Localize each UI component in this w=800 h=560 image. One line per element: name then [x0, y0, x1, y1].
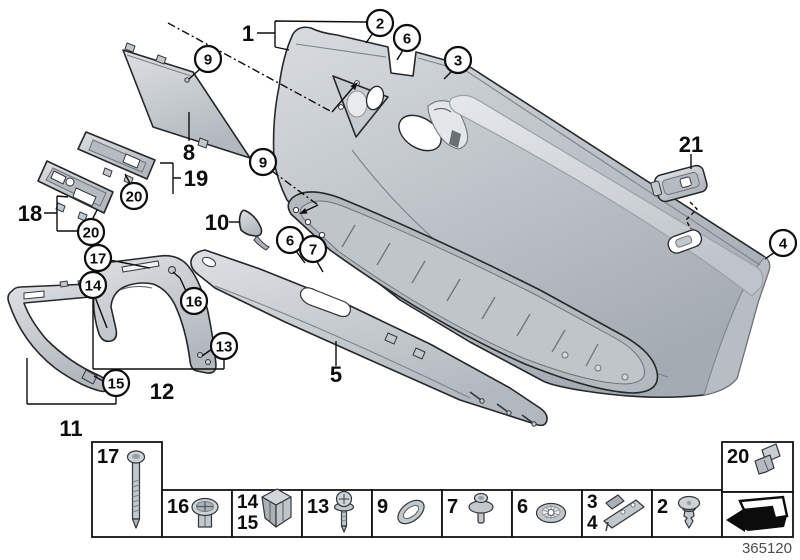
legend-label: 14	[237, 492, 259, 513]
legend-label: 6	[517, 496, 528, 518]
handle-cutout-hole	[398, 114, 442, 152]
circled-callout-9[interactable]: 9	[248, 147, 278, 177]
lock-catch-cutout	[667, 229, 703, 254]
callout-21[interactable]: 21	[679, 132, 703, 157]
pull-handle-cover-11	[7, 279, 110, 393]
switch-bezel-18	[37, 160, 114, 222]
circled-callout-17[interactable]: 17	[83, 243, 113, 273]
svg-text:9: 9	[204, 52, 212, 69]
leader-lines	[26, 20, 776, 405]
callout-5[interactable]: 5	[330, 362, 342, 387]
svg-text:13: 13	[216, 339, 233, 356]
svg-text:9: 9	[259, 155, 267, 172]
svg-text:20: 20	[126, 189, 143, 206]
svg-text:3: 3	[454, 53, 462, 70]
expanding-rivet-icon	[677, 495, 701, 529]
svg-text:20: 20	[83, 225, 100, 242]
callout-8[interactable]: 8	[183, 140, 195, 165]
circled-callout-16[interactable]: 16	[179, 286, 209, 316]
oval-grommet-icon	[397, 499, 425, 525]
circled-callout-2[interactable]: 2	[365, 8, 395, 38]
callout-11[interactable]: 11	[59, 416, 82, 441]
trim-clip-icon	[754, 443, 781, 475]
svg-text:14: 14	[85, 278, 102, 295]
legend-label: 17	[97, 446, 119, 468]
switch-bezel-19	[77, 131, 156, 185]
circled-callout-7[interactable]: 7	[298, 234, 328, 264]
legend-label: 15	[237, 513, 259, 534]
circled-callout-20[interactable]: 20	[119, 181, 149, 211]
svg-text:15: 15	[108, 376, 125, 393]
callout-18[interactable]: 18	[18, 201, 42, 226]
direction-arrow-icon	[726, 495, 789, 532]
map-pocket	[287, 191, 659, 394]
legend-label: 9	[377, 496, 388, 518]
spring-clip-icon	[261, 488, 292, 528]
upper-oval-hole	[365, 85, 385, 111]
circled-callout-14[interactable]: 14	[78, 270, 108, 300]
long-screw-icon	[126, 450, 146, 529]
legend-label: 16	[167, 496, 189, 518]
callout-12[interactable]: 12	[150, 379, 174, 404]
lock-washer-icon	[535, 502, 567, 524]
circled-callout-13[interactable]: 13	[209, 331, 239, 361]
svg-text:16: 16	[186, 294, 203, 311]
svg-text:6: 6	[403, 31, 411, 48]
clip-15-on-part	[81, 369, 98, 385]
trim-fin-10	[238, 209, 270, 251]
legend-label: 2	[657, 496, 668, 518]
svg-text:6: 6	[286, 233, 294, 250]
lock-bezel-21	[650, 164, 708, 203]
circled-callout-15[interactable]: 15	[101, 368, 131, 398]
grommet-nut-icon	[191, 497, 219, 528]
washer-screw-icon	[468, 492, 494, 524]
svg-text:4: 4	[779, 236, 788, 253]
bracket-clip-icon	[603, 494, 645, 532]
armrest-trim-5	[190, 249, 548, 427]
circled-callout-3[interactable]: 3	[443, 45, 473, 75]
svg-text:2: 2	[376, 16, 384, 33]
tapping-screw-icon	[333, 490, 355, 533]
armrest-pegs	[469, 391, 537, 427]
legend-label: 7	[447, 496, 458, 518]
circled-callout-6[interactable]: 6	[392, 23, 422, 53]
door-trim-panel	[272, 26, 771, 399]
callout-10[interactable]: 10	[205, 210, 229, 235]
callout-1[interactable]: 1	[242, 21, 254, 46]
svg-text:7: 7	[309, 242, 317, 259]
legend-label: 20	[727, 446, 749, 468]
legend-label: 13	[307, 496, 329, 518]
drawing-number: 365120	[742, 540, 792, 557]
clip-holes	[292, 80, 360, 239]
legend: 17 16 14 15 13 9 7 6 3 4 2 20	[91, 441, 794, 538]
svg-text:17: 17	[90, 251, 107, 268]
legend-label: 4	[587, 513, 598, 534]
circled-callout-4[interactable]: 4	[768, 228, 798, 258]
circled-callout-9[interactable]: 9	[193, 44, 223, 74]
callout-19[interactable]: 19	[184, 166, 208, 191]
legend-label: 3	[587, 492, 598, 513]
circled-callout-20[interactable]: 20	[76, 217, 106, 247]
